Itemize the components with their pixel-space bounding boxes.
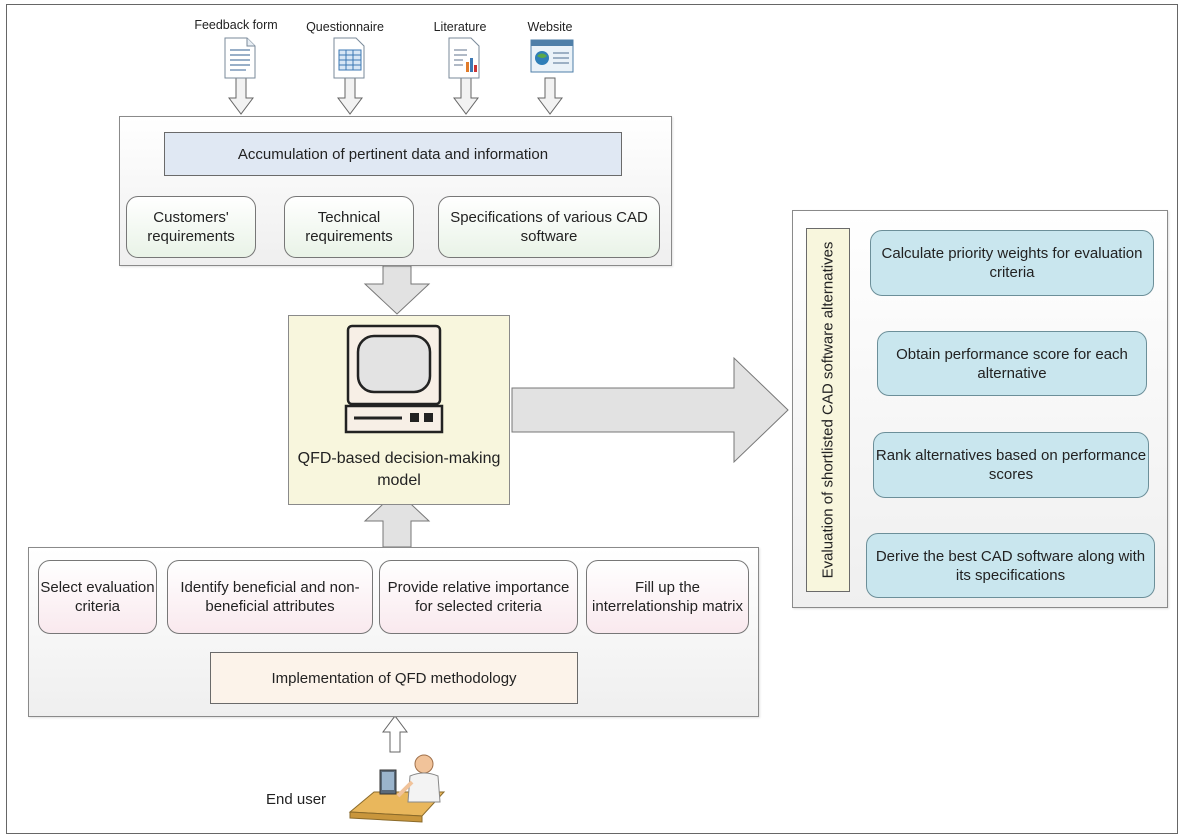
identify-attributes-box: Identify beneficial and non-beneficial a…	[167, 560, 373, 634]
person-at-desk-icon	[348, 754, 446, 823]
step-derive-best-software: Derive the best CAD software along with …	[866, 533, 1155, 598]
computer-terminal-icon	[344, 324, 444, 434]
qfd-model-box: QFD-based decision-making model	[288, 315, 510, 505]
step-rank-alternatives: Rank alternatives based on performance s…	[873, 432, 1149, 498]
web-page-icon	[530, 39, 574, 73]
evaluation-title: Evaluation of shortlisted CAD software a…	[819, 241, 837, 579]
qfd-methodology-footer: Implementation of QFD methodology	[210, 652, 578, 704]
qfd-model-label: QFD-based decision-making model	[297, 450, 501, 489]
source-label-literature: Literature	[433, 20, 487, 34]
document-icon	[224, 37, 256, 79]
source-label-questionnaire: Questionnaire	[306, 20, 384, 34]
cad-specifications-box: Specifications of various CAD software	[438, 196, 660, 258]
select-criteria-box: Select evaluation criteria	[38, 560, 157, 634]
interrelationship-matrix-box: Fill up the interrelationship matrix	[586, 560, 749, 634]
spreadsheet-icon	[333, 37, 365, 79]
report-chart-icon	[448, 37, 480, 79]
customers-requirements-box: Customers' requirements	[126, 196, 256, 258]
step-performance-score: Obtain performance score for each altern…	[877, 331, 1147, 396]
evaluation-title-box: Evaluation of shortlisted CAD software a…	[806, 228, 850, 592]
technical-requirements-box: Technical requirements	[284, 196, 414, 258]
step-priority-weights: Calculate priority weights for evaluatio…	[870, 230, 1154, 296]
accumulation-header: Accumulation of pertinent data and infor…	[164, 132, 622, 176]
relative-importance-box: Provide relative importance for selected…	[379, 560, 578, 634]
source-label-website: Website	[527, 20, 573, 34]
source-label-feedback-form: Feedback form	[194, 18, 278, 32]
end-user-label: End user	[266, 791, 327, 808]
